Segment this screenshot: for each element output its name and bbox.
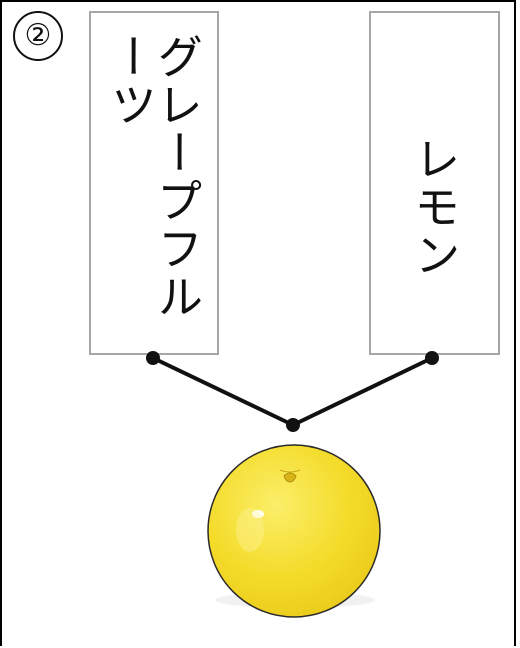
word-card-label: グレープフルーツ xyxy=(104,33,204,321)
connecting-line-left xyxy=(151,356,295,427)
word-card-label: レモン xyxy=(407,135,462,279)
connecting-line-right xyxy=(291,356,434,427)
connect-dot-right[interactable] xyxy=(425,351,439,365)
connect-dot-picture[interactable] xyxy=(286,418,300,432)
question-number: ② xyxy=(13,11,63,61)
word-card-lemon[interactable]: レモン xyxy=(369,11,500,355)
connect-dot-left[interactable] xyxy=(146,351,160,365)
grapefruit-image xyxy=(207,444,381,618)
word-card-grapefruit[interactable]: グレープフルーツ xyxy=(89,11,219,355)
